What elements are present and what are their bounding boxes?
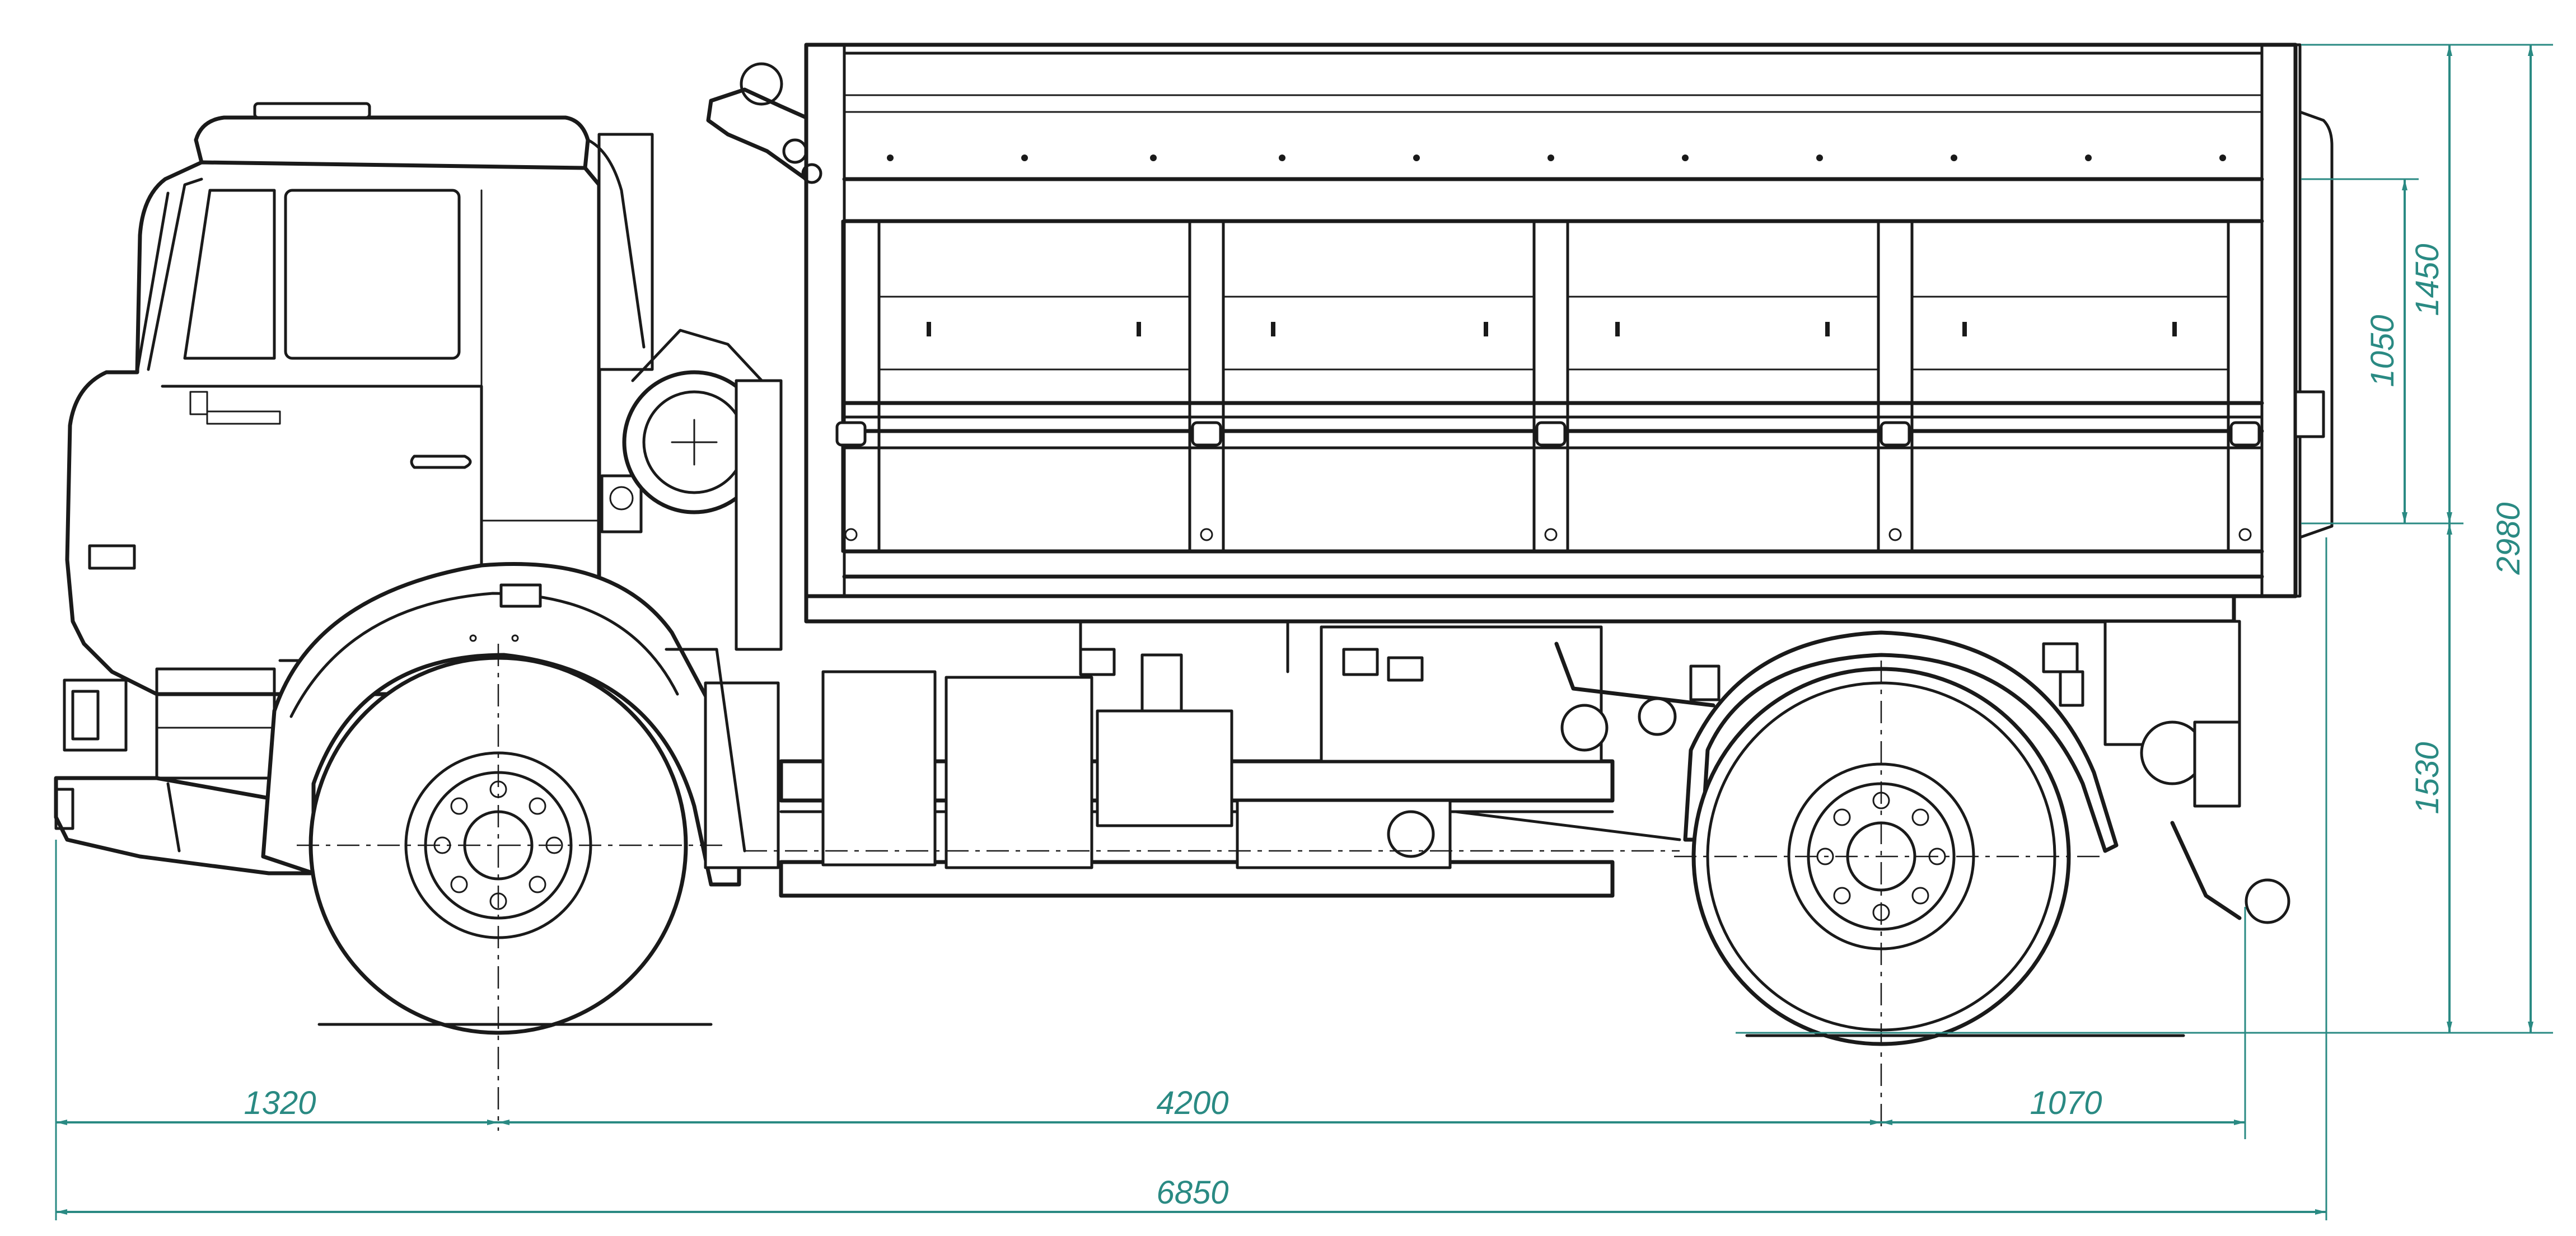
dim-front-overhang: 1320 — [244, 1085, 316, 1121]
dim-rear-overhang: 1070 — [2030, 1085, 2102, 1121]
cab — [54, 102, 654, 876]
top-rail-rivets — [887, 154, 2226, 161]
side-posts — [841, 219, 2264, 553]
center-lines — [297, 644, 2105, 1131]
front-fender — [261, 562, 741, 887]
rear-hitch — [2042, 620, 2290, 924]
chassis — [665, 594, 2236, 898]
dimension-annotations: 1320 4200 1070 6850 1050 1450 1530 2980 — [55, 44, 2553, 1220]
rear-fender — [1683, 630, 2119, 853]
air-filter — [622, 329, 783, 651]
cargo-body — [706, 43, 2334, 598]
dim-overall-height: 2980 — [2490, 502, 2527, 575]
side-hinges — [835, 421, 2261, 541]
dim-overall-length: 6850 — [1156, 1174, 1228, 1211]
dim-wheelbase: 4200 — [1156, 1085, 1228, 1121]
dim-floor-height: 1530 — [2409, 742, 2446, 814]
dim-side-height: 1050 — [2364, 315, 2401, 387]
dim-body-height: 1450 — [2409, 244, 2446, 316]
